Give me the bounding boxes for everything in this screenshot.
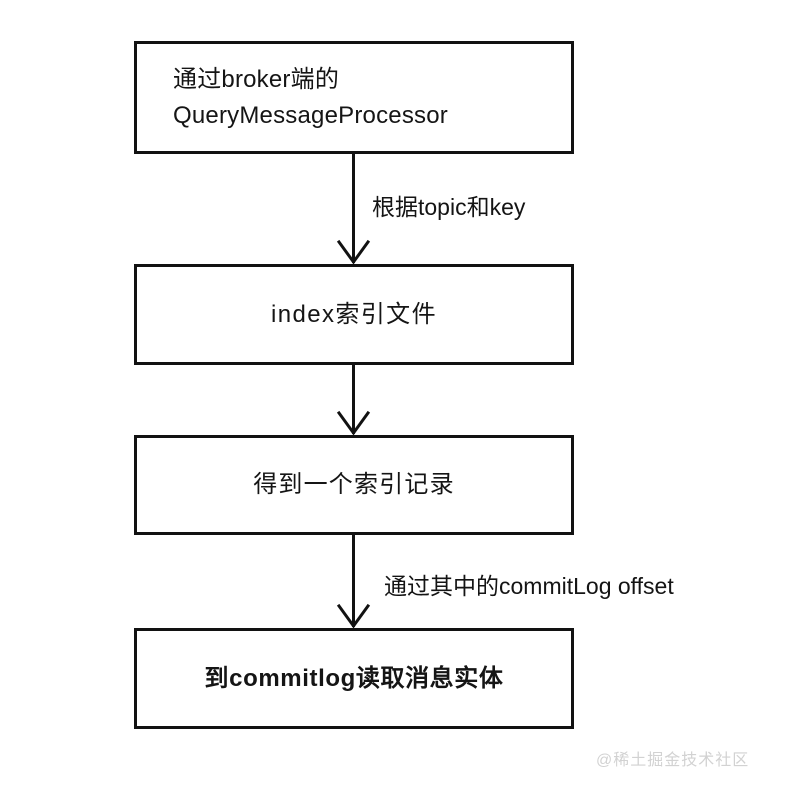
- flow-node-label: 到commitlog读取消息实体: [204, 664, 504, 692]
- flow-node-label: 得到一个索引记录: [253, 471, 455, 498]
- connector-label-topic-key: 根据topic和key: [372, 194, 526, 220]
- flow-node-label: 通过broker端的 QueryMessageProcessor: [173, 65, 448, 129]
- connector-label-commitlog-offset: 通过其中的commitLog offset: [384, 573, 674, 599]
- flow-node-index-record[interactable]: 得到一个索引记录: [134, 435, 574, 535]
- flow-node-query-message-processor[interactable]: 通过broker端的 QueryMessageProcessor: [134, 41, 574, 154]
- flow-node-label: index索引文件: [271, 300, 437, 328]
- connector-node2-to-node3: [336, 365, 371, 436]
- connector-node1-to-node2: [336, 154, 371, 265]
- flow-node-read-commitlog[interactable]: 到commitlog读取消息实体: [134, 628, 574, 729]
- watermark-text: @稀土掘金技术社区: [596, 752, 750, 769]
- connector-node3-to-node4: [336, 535, 371, 629]
- flow-node-index-file[interactable]: index索引文件: [134, 264, 574, 365]
